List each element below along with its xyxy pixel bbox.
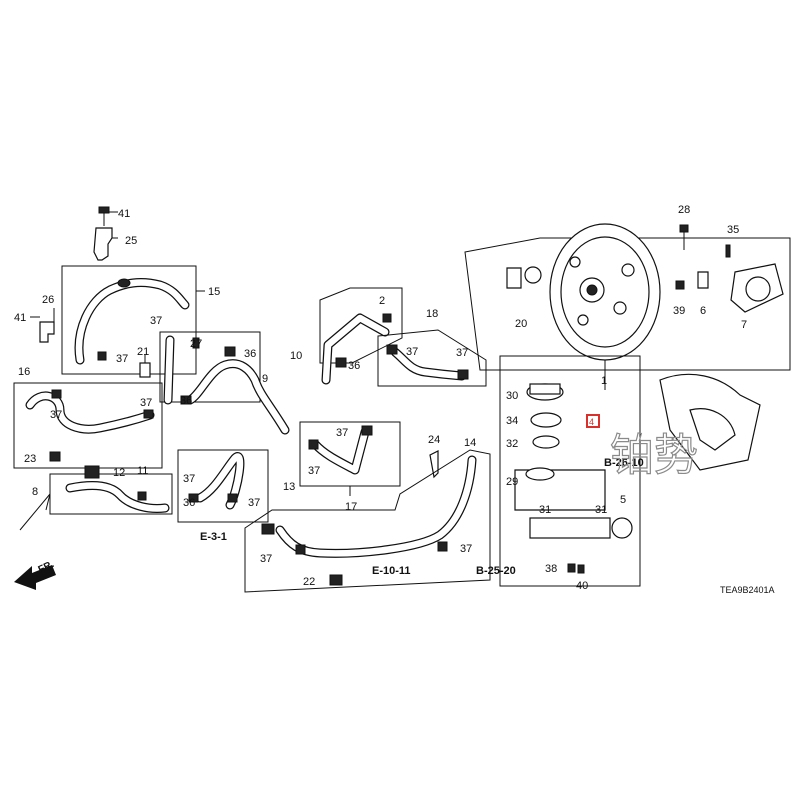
reference-labels: E-3-1 E-10-11 B-25-20 B-26-10 <box>200 457 644 577</box>
callout-9: 9 <box>262 373 268 385</box>
callout-37j: 37 <box>336 427 348 439</box>
callout-24: 24 <box>428 434 440 446</box>
callout-8: 8 <box>32 486 38 498</box>
clip-21 <box>139 355 151 378</box>
callout-10: 10 <box>290 350 302 362</box>
hose-18 <box>377 329 487 387</box>
callout-18: 18 <box>426 308 438 320</box>
clip-24 <box>429 450 439 479</box>
callout-36a: 36 <box>244 348 256 360</box>
hose-14 <box>244 449 491 593</box>
master-cylinder <box>499 355 641 587</box>
callout-39: 39 <box>673 305 685 317</box>
callout-11: 11 <box>137 465 148 477</box>
callout-4: 4 <box>589 417 594 427</box>
callout-36b: 36 <box>180 395 192 407</box>
callout-6: 6 <box>700 305 706 317</box>
hose-16 <box>13 382 163 469</box>
callout-27: 27 <box>190 338 202 350</box>
callout-15: 15 <box>208 286 220 298</box>
callout-26: 26 <box>42 294 54 306</box>
watermark: 铂势 <box>610 430 698 481</box>
callout-25: 25 <box>125 235 137 247</box>
callout-37d: 37 <box>140 397 152 409</box>
pipe-9 <box>159 331 290 435</box>
pedal-bracket <box>659 373 761 471</box>
callout-37k: 37 <box>308 465 320 477</box>
callout-31a: 31 <box>539 504 551 516</box>
front-direction-arrow <box>14 565 56 590</box>
callout-13: 13 <box>283 481 295 493</box>
ref-b-25-20: B-25-20 <box>476 565 516 577</box>
brake-booster <box>464 223 791 390</box>
callout-30: 30 <box>506 390 518 402</box>
callout-37i: 37 <box>456 347 468 359</box>
callout-36c: 36 <box>183 497 195 509</box>
callout-1: 1 <box>601 375 607 387</box>
ref-e-3-1: E-3-1 <box>200 531 227 543</box>
hose-13 <box>177 449 269 523</box>
callout-41: 41 <box>118 208 130 220</box>
hose-17 <box>299 421 401 496</box>
hose-15 <box>61 265 205 375</box>
bracket-26 <box>30 308 55 343</box>
ref-b-26-10: B-26-10 <box>604 457 644 469</box>
callout-37b: 37 <box>116 353 128 365</box>
callout-23: 23 <box>24 453 36 465</box>
callout-40: 40 <box>576 580 588 592</box>
callout-5: 5 <box>620 494 626 506</box>
callout-29: 29 <box>506 476 518 488</box>
callout-37h: 37 <box>406 346 418 358</box>
callout-labels: 41 25 26 41 15 37 37 21 27 36 9 16 37 37… <box>14 204 747 592</box>
callout-36d: 36 <box>348 360 360 372</box>
callout-37f: 37 <box>248 497 260 509</box>
callout-41b: 41 <box>14 312 26 324</box>
drawing-code: TEA9B2401A <box>720 585 775 595</box>
callout-35: 35 <box>727 224 739 236</box>
callout-37l: 37 <box>460 543 472 555</box>
callout-22: 22 <box>303 576 315 588</box>
callout-17: 17 <box>345 501 357 513</box>
callout-2: 2 <box>379 295 385 307</box>
callout-34: 34 <box>506 415 518 427</box>
pipe-10 <box>319 287 403 385</box>
part-group-bolt-sensor <box>93 206 118 261</box>
callout-32: 32 <box>506 438 518 450</box>
callout-12: 12 <box>113 467 125 479</box>
callout-37a: 37 <box>150 315 162 327</box>
callout-37g: 37 <box>260 553 272 565</box>
callout-21: 21 <box>137 346 149 358</box>
callout-38: 38 <box>545 563 557 575</box>
callout-37e: 37 <box>183 473 195 485</box>
callout-7: 7 <box>741 319 747 331</box>
callout-31b: 31 <box>595 504 607 516</box>
callout-16: 16 <box>18 366 30 378</box>
callout-28: 28 <box>678 204 690 216</box>
callout-37c: 37 <box>50 409 62 421</box>
ref-e-10-11: E-10-11 <box>372 565 411 577</box>
hose-8 <box>19 465 173 531</box>
callout-20: 20 <box>515 318 527 330</box>
callout-14: 14 <box>464 437 476 449</box>
